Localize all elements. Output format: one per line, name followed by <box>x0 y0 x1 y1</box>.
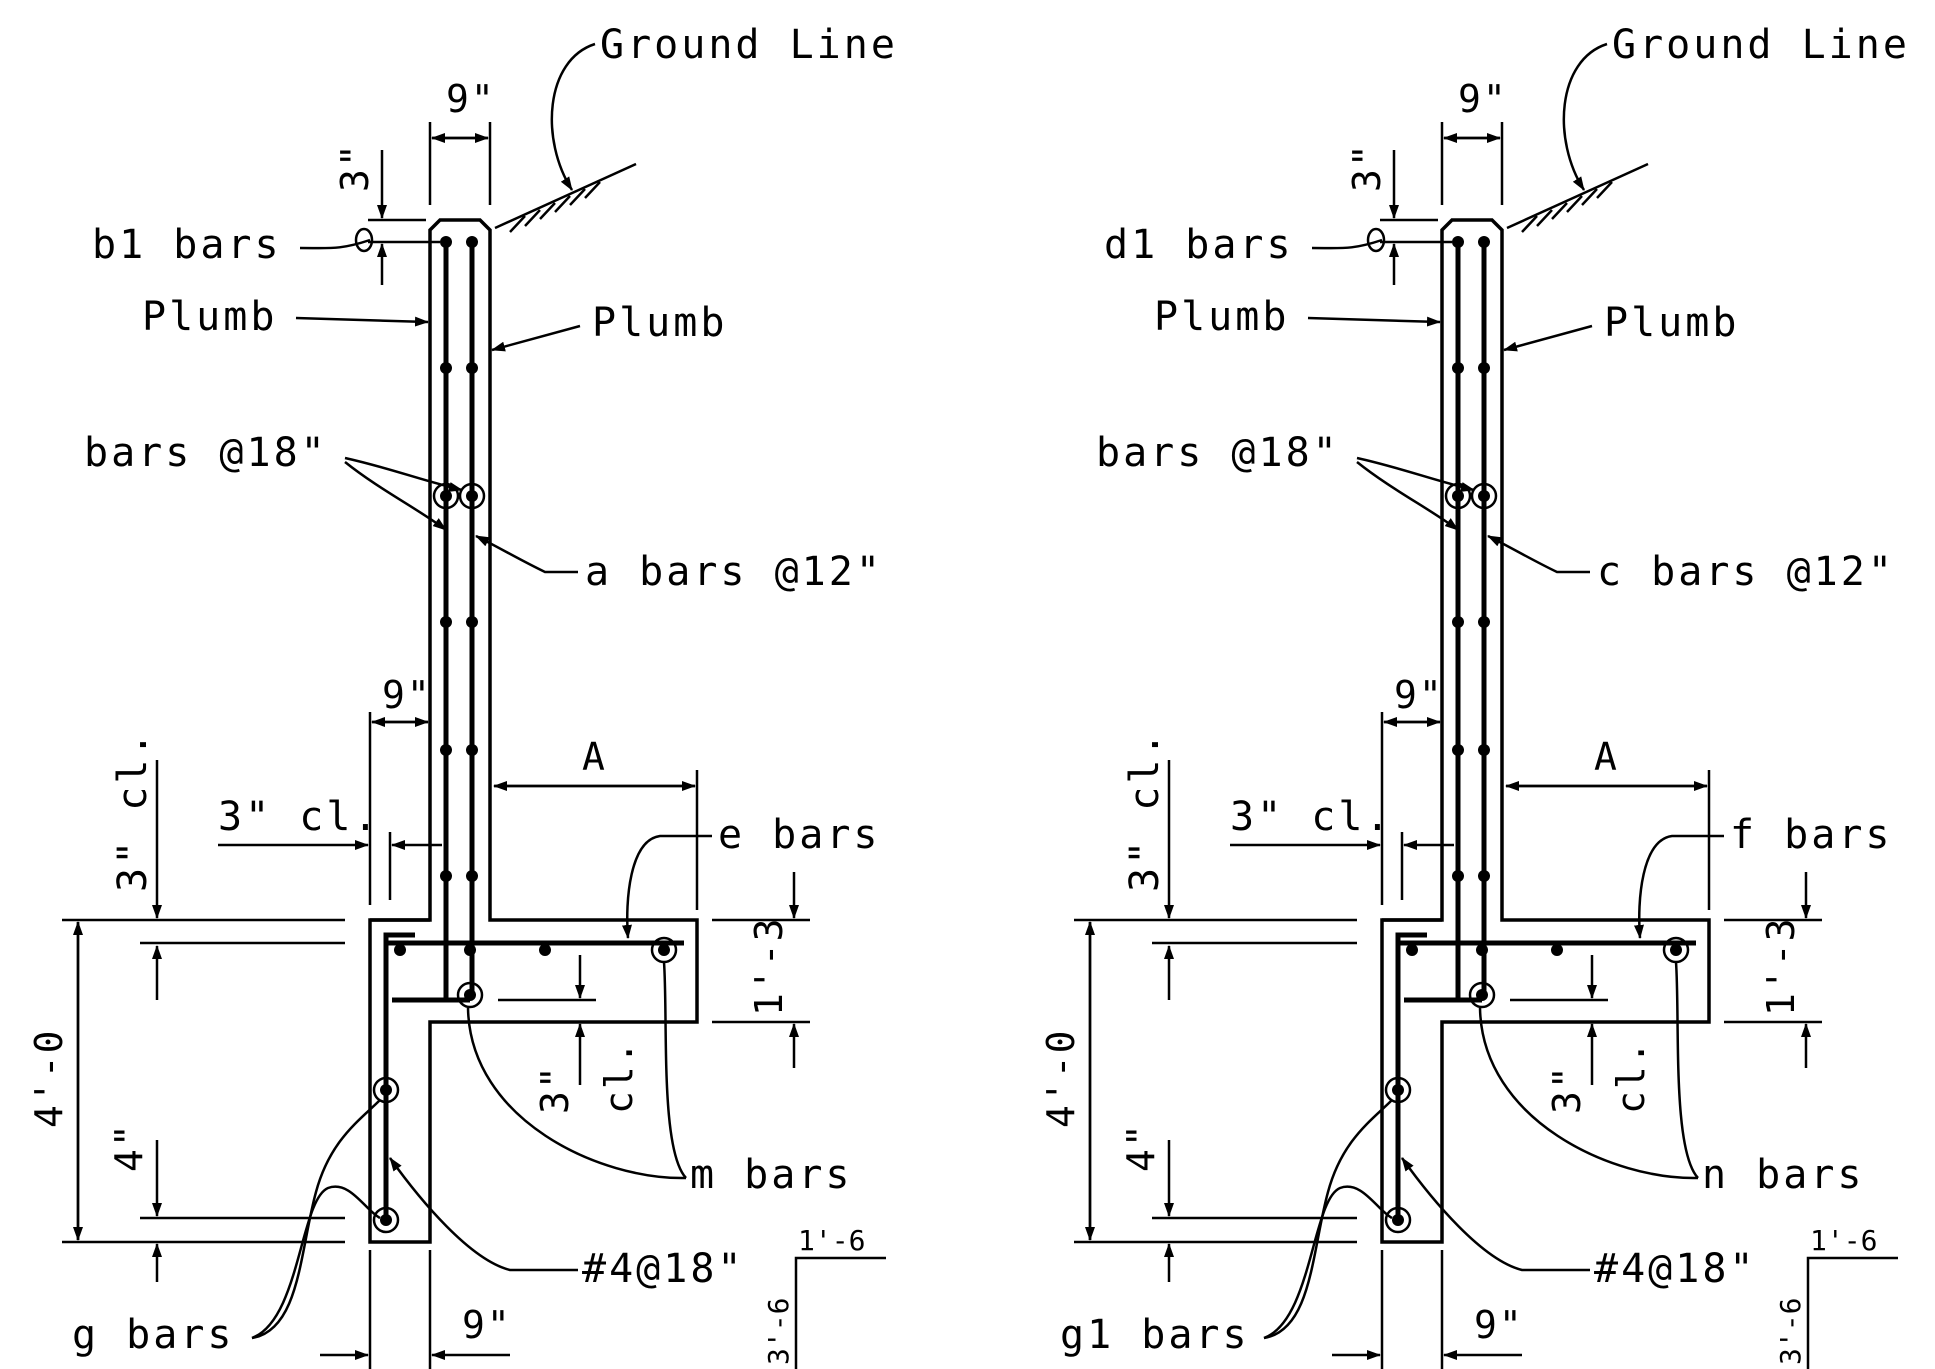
left-dim-cl-3: 3" <box>533 1064 577 1114</box>
left-stem-bars-label: a bars @12" <box>585 549 883 595</box>
right-cl-vertical: 3" cl. <box>1122 730 1168 893</box>
right-stem-bars-label: c bars @12" <box>1597 549 1895 595</box>
left-m-bars-label: m bars <box>690 1152 853 1198</box>
left-wall-outline <box>368 218 699 1244</box>
right-ratio-v: 3'-6 <box>1774 1298 1807 1365</box>
left-dim-total-height: 4'-0 <box>27 1028 71 1128</box>
left-rebar-dots <box>380 236 670 1226</box>
right-key-bars-label: #4@18" <box>1594 1246 1757 1292</box>
left-heel-bars-label: e bars <box>718 812 881 858</box>
left-top-bars-leader <box>299 238 371 250</box>
right-dim-top-cover: 3" <box>1345 142 1389 192</box>
left-dim-cl-text: cl. <box>597 1039 641 1114</box>
right-ground-line-label: Ground Line <box>1612 22 1910 68</box>
right-plumb-left: Plumb <box>1154 294 1289 340</box>
left-bars-spacing: bars @18" <box>84 430 328 476</box>
right-g-bars-label: g1 bars <box>1060 1312 1250 1358</box>
left-plumb-left: Plumb <box>142 294 277 340</box>
left-dim-4: 4" <box>107 1122 151 1172</box>
left-key-bars-label: #4@18" <box>582 1246 745 1292</box>
left-dim-bottom-width: 9" <box>462 1303 512 1347</box>
left-cl-horizontal: 3" cl. <box>218 794 381 840</box>
right-dim-cl-text: cl. <box>1609 1039 1653 1114</box>
left-dim-footing-thk: 1'-3 <box>747 916 791 1016</box>
left-ground-line <box>494 162 637 230</box>
right-dim-total-height: 4'-0 <box>1039 1028 1083 1128</box>
right-cl-horizontal: 3" cl. <box>1230 794 1393 840</box>
right-plumb-right: Plumb <box>1604 300 1739 346</box>
right-top-bars-label: d1 bars <box>1104 222 1294 268</box>
left-slope-ratio <box>794 1256 886 1369</box>
left-plumb-right: Plumb <box>592 300 727 346</box>
left-dim-a: A <box>582 735 607 779</box>
right-wall-detail: Ground Line 9" 3" d1 bars Plumb Plumb ba… <box>1039 22 1910 1369</box>
left-circled-bars <box>372 482 678 1234</box>
left-top-bars-label: b1 bars <box>92 222 282 268</box>
left-ratio-h: 1'-6 <box>798 1224 865 1257</box>
right-bars-spacing: bars @18" <box>1096 430 1340 476</box>
left-ratio-v: 3'-6 <box>762 1298 795 1365</box>
right-ratio-h: 1'-6 <box>1810 1224 1877 1257</box>
left-dim-lower-width: 9" <box>382 673 432 717</box>
left-wall-detail: Ground Line 9" 3" b1 bars Plumb Plumb ba… <box>27 22 898 1369</box>
right-dim-top-width: 9" <box>1458 77 1508 121</box>
left-ground-leader <box>550 42 596 191</box>
right-dim-footing-thk: 1'-3 <box>1759 916 1803 1016</box>
right-dim-a: A <box>1594 735 1619 779</box>
left-ground-line-label: Ground Line <box>600 22 898 68</box>
left-ground-hatch <box>509 181 601 233</box>
right-dim-bottom-width: 9" <box>1474 1303 1524 1347</box>
left-dim-top-cover: 3" <box>333 142 377 192</box>
right-rebar-dots <box>1392 236 1682 1226</box>
left-dim-top-width: 9" <box>446 77 496 121</box>
right-wall-outline <box>1380 218 1711 1244</box>
left-cl-vertical: 3" cl. <box>110 730 156 893</box>
right-n-bars-label: n bars <box>1702 1152 1865 1198</box>
right-heel-bars-label: f bars <box>1730 812 1893 858</box>
right-dim-lower-width: 9" <box>1394 673 1444 717</box>
left-g-bars-label: g bars <box>72 1312 235 1358</box>
left-key-bar <box>383 932 415 1225</box>
right-dim-cl-3: 3" <box>1545 1064 1589 1114</box>
right-dim-4: 4" <box>1119 1122 1163 1172</box>
